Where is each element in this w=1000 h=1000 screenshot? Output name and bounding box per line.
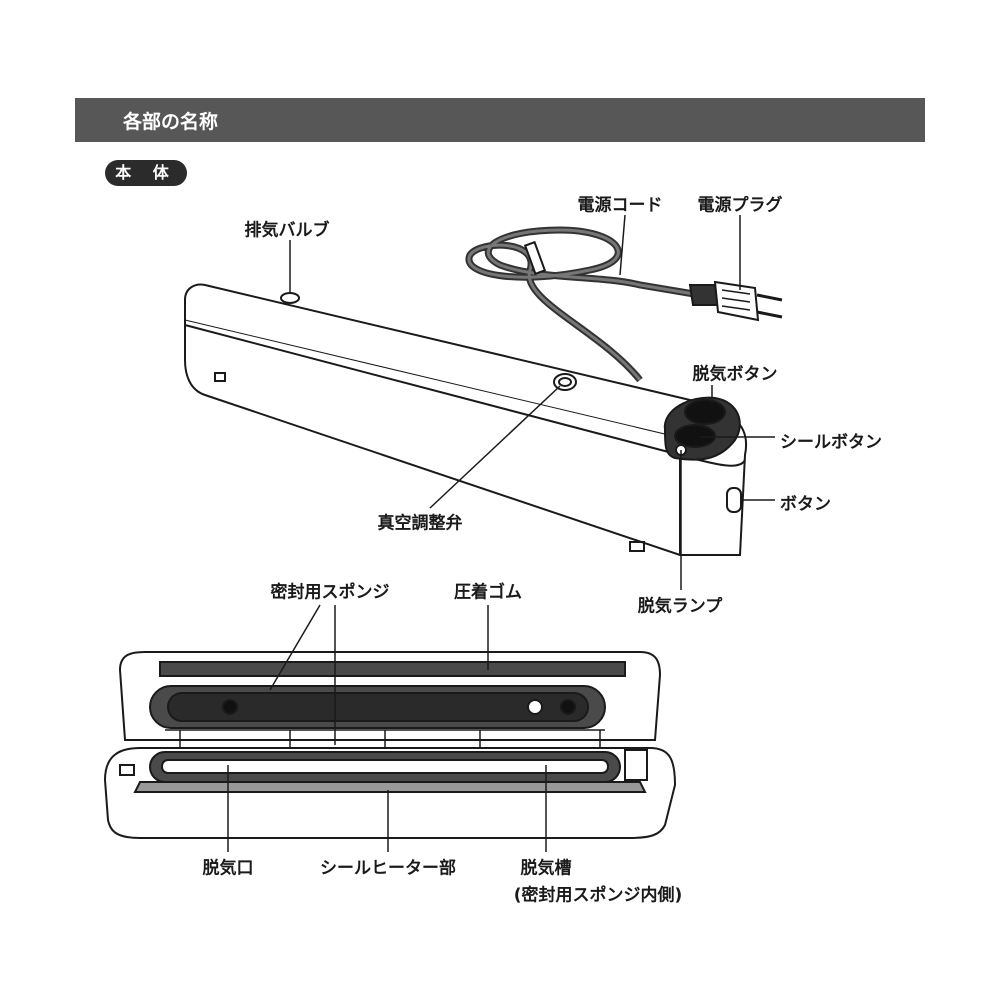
subsection-badge: 本 体	[105, 160, 187, 186]
label-vacuum-port: 脱気口	[202, 858, 254, 879]
main-unit	[184, 283, 748, 556]
open-unit	[103, 651, 677, 839]
label-vacuum-chamber-note: (密封用スポンジ内側)	[513, 885, 683, 906]
label-power-cord: 電源コード	[577, 195, 663, 216]
label-pressure-rubber: 圧着ゴム	[454, 582, 522, 603]
section-title: 各部の名称	[123, 111, 219, 133]
power-plug	[688, 280, 783, 322]
label-seal-button: シールボタン	[780, 432, 882, 453]
label-sealing-sponge: 密封用スポンジ	[270, 582, 390, 603]
label-vacuum-chamber: 脱気槽	[520, 858, 572, 879]
label-vacuum-regulator: 真空調整弁	[377, 513, 463, 534]
label-power-plug: 電源プラグ	[697, 195, 783, 216]
label-exhaust-valve: 排気バルブ	[244, 220, 330, 241]
label-seal-heater: シールヒーター部	[320, 858, 456, 879]
label-vacuum-lamp: 脱気ランプ	[637, 596, 723, 617]
section-header: 各部の名称	[75, 98, 925, 142]
label-button: ボタン	[780, 494, 831, 515]
label-vacuum-button: 脱気ボタン	[692, 364, 778, 385]
